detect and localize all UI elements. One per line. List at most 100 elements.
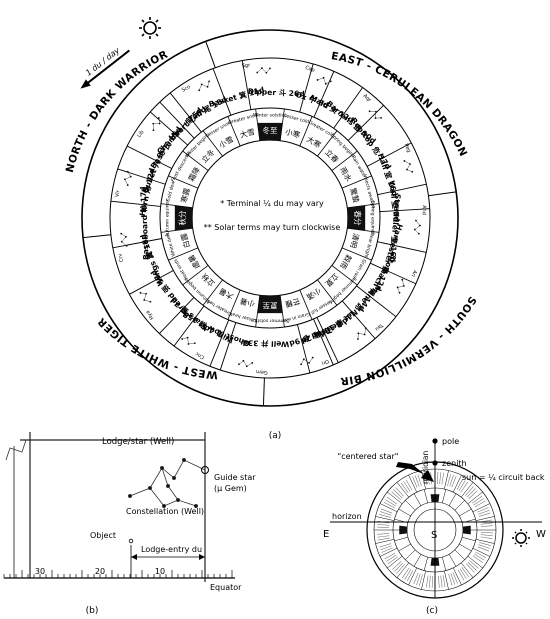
mini-term-divider	[442, 556, 447, 571]
solar-term-zh: 大暑	[217, 286, 235, 302]
lodge-divider	[356, 285, 397, 318]
mini-lodge-divider	[387, 555, 403, 569]
mini-text-mark	[478, 512, 491, 517]
mini-term-divider	[405, 549, 416, 560]
solar-term-zh: 小滿	[305, 286, 323, 302]
solar-term-zh: 立夏	[323, 271, 341, 289]
star-dot	[126, 184, 129, 187]
mini-text-mark	[475, 551, 487, 559]
solar-term-ring-outer	[159, 107, 381, 329]
mini-text-mark	[460, 481, 468, 493]
solar-term-en: Summer solstice	[251, 318, 289, 324]
mini-lodge-divider	[421, 570, 426, 590]
mini-text-mark	[391, 491, 401, 500]
mini-term-divider	[413, 493, 422, 506]
mini-text-mark	[416, 573, 421, 586]
mini-text-mark	[412, 476, 418, 488]
mini-term-divider	[413, 554, 422, 567]
constellation-abbr: Cnc	[194, 350, 205, 360]
term-divider	[331, 150, 358, 171]
term-divider	[202, 130, 223, 157]
mini-text-mark	[480, 536, 493, 539]
solar-term-zh: 寒露	[178, 186, 192, 204]
mini-text-mark	[396, 564, 405, 574]
mini-lodge-divider	[452, 474, 462, 493]
star-dot	[129, 175, 132, 178]
solar-term-en: Lesser full	[310, 298, 333, 315]
solar-term-zh: 大寒	[305, 134, 323, 150]
mini-lodge-divider	[396, 482, 410, 498]
star-dot	[158, 122, 161, 125]
mini-text-mark	[456, 478, 464, 490]
mini-text-mark	[377, 537, 390, 541]
quadrant-north-label: NORTH - DARK WARRIOR	[64, 48, 170, 173]
zenith-label: zenith	[442, 459, 467, 468]
caption-b: (b)	[86, 606, 99, 616]
star-dot	[187, 343, 190, 345]
mini-text-mark	[465, 486, 474, 496]
star-dot	[329, 80, 332, 83]
constellation-sketch	[238, 360, 253, 367]
star-dot	[256, 71, 259, 74]
constellation-abbr: Cap	[304, 65, 315, 74]
constellation-abbr: Peg	[403, 143, 412, 154]
lodge-divider	[377, 183, 427, 196]
mini-term-divider	[423, 556, 428, 571]
constellation-abbr: Vir	[114, 189, 122, 198]
quadrant-divider	[205, 41, 216, 68]
term-dark-cell	[174, 205, 193, 231]
lodge-label: Dipper 斗 26d	[248, 87, 305, 99]
mini-text-mark	[441, 472, 444, 485]
constellation-sketch	[300, 357, 313, 365]
solar-term-zh: 處暑	[185, 253, 201, 271]
east-label: E	[323, 529, 329, 540]
lodge-dividers	[82, 41, 457, 406]
meridian-label: meridian	[421, 450, 430, 484]
lodge-label: Basket 箕 11d	[208, 84, 266, 109]
mini-text-mark	[395, 487, 404, 497]
lodge-divider	[112, 238, 163, 249]
star-dot	[363, 333, 366, 336]
solar-term-zh: 驚蟄	[348, 187, 362, 205]
star-dot	[368, 110, 371, 113]
constellation-abbr: Tau	[374, 321, 385, 332]
term-divider	[299, 289, 313, 320]
west-label: W	[536, 529, 546, 540]
solar-term-zh: 立春	[323, 147, 341, 165]
solar-term-zh: 小雪	[218, 135, 235, 150]
term-divider	[182, 150, 209, 171]
solar-term-en: Heat ends	[172, 257, 189, 281]
mini-text-mark	[449, 474, 454, 487]
lodge-ring-outer	[109, 57, 431, 379]
solar-term-zh: 秋分	[177, 210, 187, 225]
solar-term-zh: 春分	[353, 211, 363, 226]
term-divider	[317, 279, 338, 306]
star-dot	[206, 85, 209, 88]
star-dot	[413, 228, 416, 231]
solar-term-zh: 芒種	[284, 296, 302, 310]
lodge-divider	[296, 324, 311, 374]
mini-term-divider	[442, 489, 447, 504]
mini-text-mark	[472, 555, 484, 563]
mini-text-mark	[392, 561, 402, 570]
term-divider	[299, 116, 313, 147]
star-dot	[143, 299, 146, 301]
sun-note-label: sun = ¼ circuit back	[462, 473, 545, 482]
mini-text-mark	[474, 500, 486, 508]
mini-lodge-divider	[475, 516, 495, 521]
lodge-divider	[377, 241, 427, 253]
mini-text-mark	[480, 531, 493, 534]
mini-text-mark	[480, 534, 493, 537]
star-dot	[396, 286, 399, 289]
lodge-divider	[241, 60, 252, 110]
star-dot	[374, 117, 377, 119]
mini-text-mark	[457, 569, 465, 581]
star-dot	[375, 110, 377, 113]
star-dot	[265, 71, 268, 74]
lodge-divider	[129, 270, 174, 295]
lodge-divider	[379, 208, 430, 213]
constellation-sketch	[404, 160, 413, 172]
star-dot	[316, 79, 319, 81]
